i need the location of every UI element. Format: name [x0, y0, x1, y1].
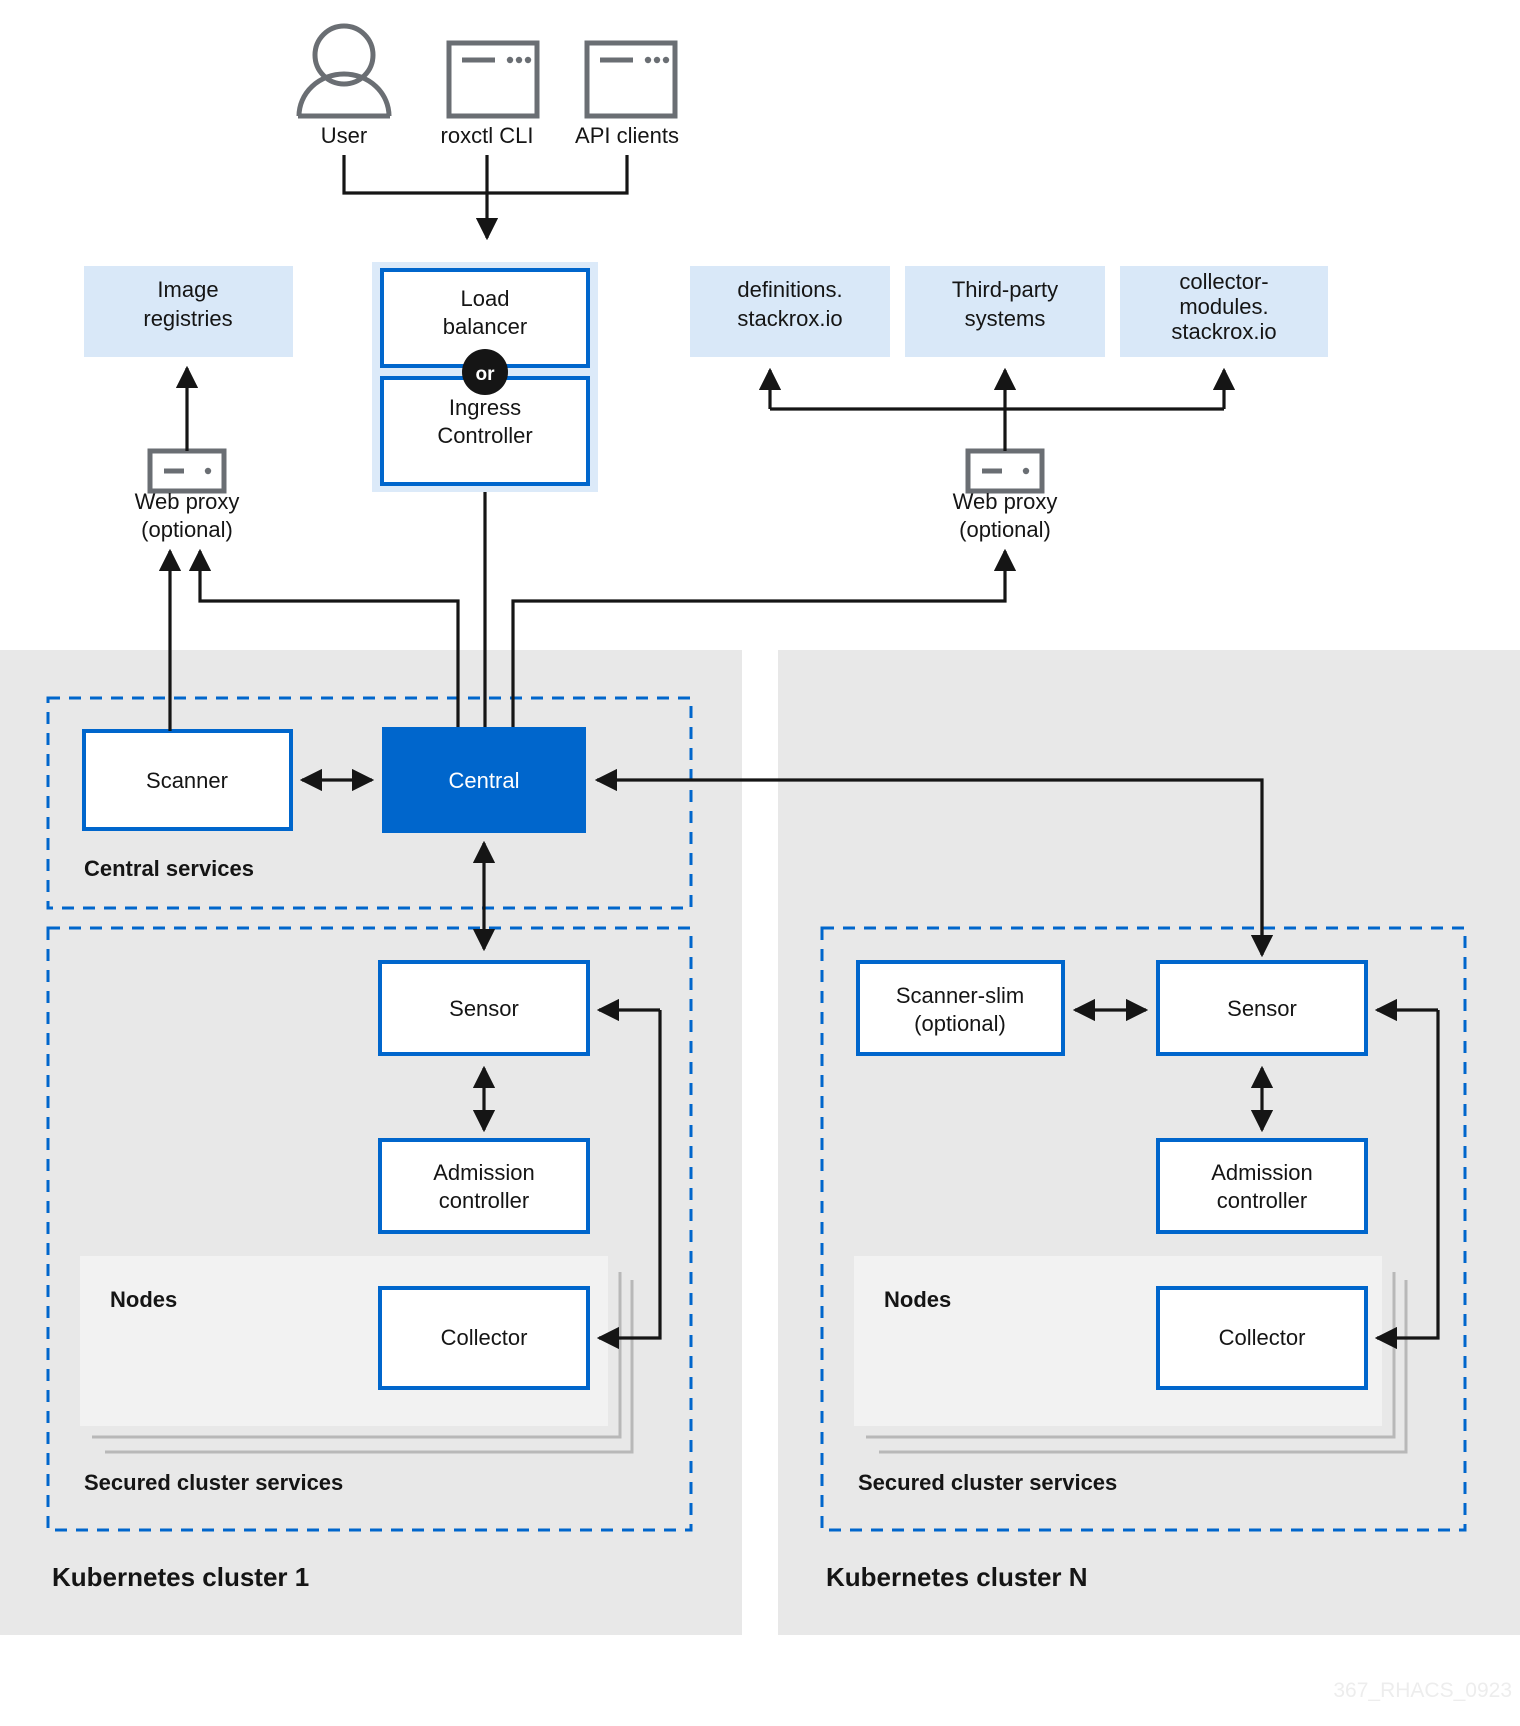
central-services-label: Central services — [84, 856, 254, 881]
collectorn-to-sensorn-connector — [1374, 998, 1440, 1350]
server-proxy-icon — [965, 448, 1045, 494]
nodes-1-label: Nodes — [110, 1287, 177, 1312]
central-services-group — [46, 696, 693, 910]
svg-text:stackrox.io: stackrox.io — [737, 306, 842, 331]
ingress-controller-label: Ingress — [449, 395, 521, 420]
svg-text:controller: controller — [439, 1188, 529, 1213]
collector-1-box — [378, 1286, 590, 1390]
or-badge — [462, 349, 508, 395]
collector-modules-label: collector- — [1179, 269, 1268, 294]
central-to-webproxy-left-connector — [188, 548, 460, 727]
terminal-window-icon — [584, 40, 678, 119]
kubernetes-cluster-n-label: Kubernetes cluster N — [826, 1562, 1088, 1592]
web-proxy-left-label: Web proxy — [135, 489, 240, 514]
svg-text:modules.: modules. — [1179, 294, 1268, 319]
image-registries-box — [84, 266, 293, 357]
clients-to-entrypoint-connector — [342, 155, 629, 241]
collector1-to-sensor1-connector — [596, 998, 662, 1350]
secured-cluster-services-n-label: Secured cluster services — [858, 1470, 1117, 1495]
sensor-n-label: Sensor — [1227, 996, 1297, 1021]
collector-n-box — [1156, 1286, 1368, 1390]
web-proxy-right-label: Web proxy — [953, 489, 1058, 514]
sensor-n-box — [1156, 960, 1368, 1056]
watermark-label: 367_RHACS_0923 — [1333, 1679, 1512, 1702]
central-label: Central — [449, 768, 520, 793]
user-label: User — [321, 123, 367, 148]
definitions-stackrox-box — [690, 266, 890, 357]
roxctl-cli-label: roxctl CLI — [441, 123, 534, 148]
terminal-window-icon — [446, 40, 540, 119]
kubernetes-cluster-n-backdrop — [778, 650, 1520, 1635]
user-icon — [296, 23, 392, 119]
svg-text:(optional): (optional) — [959, 517, 1051, 542]
third-party-systems-box — [905, 266, 1105, 357]
svg-text:(optional): (optional) — [141, 517, 233, 542]
image-registries-label: Image — [157, 277, 218, 302]
svg-text:(optional): (optional) — [914, 1011, 1006, 1036]
definitions-stackrox-label: definitions. — [737, 277, 842, 302]
collector-modules-box — [1120, 266, 1328, 357]
svg-text:balancer: balancer — [443, 314, 527, 339]
central-box — [382, 727, 586, 833]
svg-text:Controller: Controller — [437, 423, 532, 448]
admission-controller-n-label: Admission — [1211, 1160, 1312, 1185]
collector-n-label: Collector — [1219, 1325, 1306, 1350]
svg-text:registries: registries — [143, 306, 232, 331]
admission-controller-1-box — [378, 1138, 590, 1234]
svg-text:controller: controller — [1217, 1188, 1307, 1213]
sensor-1-label: Sensor — [449, 996, 519, 1021]
central-to-webproxy-right-connector — [511, 548, 1017, 727]
svg-text:stackrox.io: stackrox.io — [1171, 319, 1276, 344]
scanner-slim-box — [856, 960, 1065, 1056]
api-clients-label: API clients — [575, 123, 679, 148]
kubernetes-cluster-1-label: Kubernetes cluster 1 — [52, 1562, 309, 1592]
svg-text:systems: systems — [965, 306, 1046, 331]
or-badge-label: or — [476, 364, 496, 385]
nodes-n-label: Nodes — [884, 1287, 951, 1312]
sensor-1-box — [378, 960, 590, 1056]
nodes-stack-1 — [80, 1256, 634, 1454]
load-balancer-label: Load — [461, 286, 510, 311]
admission-controller-1-label: Admission — [433, 1160, 534, 1185]
third-party-systems-label: Third-party — [952, 277, 1058, 302]
collector-1-label: Collector — [441, 1325, 528, 1350]
server-proxy-icon — [147, 448, 227, 494]
secured-cluster-services-1-label: Secured cluster services — [84, 1470, 343, 1495]
scanner-slim-label: Scanner-slim — [896, 983, 1024, 1008]
ingress-controller-box — [380, 376, 590, 486]
scanner-label: Scanner — [146, 768, 228, 793]
secured-cluster-services-n-group — [820, 926, 1467, 1532]
webproxy-right-fanout-connector — [758, 367, 1236, 451]
secured-cluster-services-1-group — [46, 926, 693, 1532]
admission-controller-n-box — [1156, 1138, 1368, 1234]
scanner-box — [82, 729, 293, 831]
